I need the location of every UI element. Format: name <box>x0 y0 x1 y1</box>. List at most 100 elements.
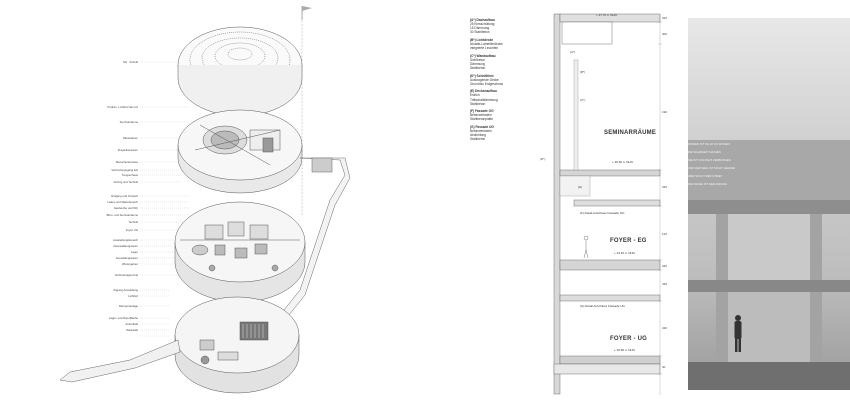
spec-line: Sichtbeton <box>470 57 486 62</box>
room-foyer-eg: FOYER - EG <box>610 238 647 244</box>
spec-line: 15 Dämmung <box>470 26 490 31</box>
label-25: Aufenthalt <box>125 322 138 326</box>
level-mid: + 34,10 ü. NHN <box>614 251 635 255</box>
label-8: Aufzug und Technik <box>113 180 138 184</box>
label-3: Planetarium <box>123 136 138 140</box>
label-9: Eingang und Vorplatz <box>111 194 138 198</box>
label-23: Rampenanlage <box>119 304 138 308</box>
level-upper: + 39,60 ü. NHN <box>612 160 633 164</box>
spec-line: Stahlbeton <box>470 65 486 70</box>
label-26: Werkstatt <box>126 328 138 332</box>
label-20: Verbindungstunnel <box>114 273 138 277</box>
spec-line: Dämmung <box>470 61 485 66</box>
dim-1: 320 <box>662 16 668 20</box>
caption-line-4: UND DER WEG IST NICHT GERADE <box>688 166 736 170</box>
spec-line: integrierte Leuchten <box>470 46 499 51</box>
spec-block-heading: (D*) Schnittlinie <box>470 73 494 78</box>
dome-level <box>177 26 303 117</box>
label-10: Laden und Wartebereich <box>107 200 138 204</box>
label-5: Besucherterrasse <box>116 160 138 164</box>
room-foyer-ug: FOYER - UG <box>610 336 648 342</box>
label-24: Lager- und Depotfläche <box>108 316 138 320</box>
mark-b: (B*) <box>580 70 586 74</box>
dim-2: 400 <box>662 32 668 36</box>
label-6: Verbindungsgang EG <box>111 168 138 172</box>
label-18: Ausstellungsraum <box>115 256 138 260</box>
spec-line: Grundriss Erdgeschoss <box>470 81 504 86</box>
room-seminar: SEMINARRÄUME <box>604 130 657 136</box>
label-16: Veranstaltungsraum <box>113 244 138 248</box>
caption-line-1: WISSEN IST NICHT ZU WISSEN <box>688 142 730 146</box>
label-7: Treppenhaus <box>121 173 138 177</box>
dim-8: 430 <box>662 326 668 330</box>
spec-line: Estrich <box>470 93 480 98</box>
foyer-level <box>174 296 300 394</box>
dim-5: 120 <box>662 232 668 236</box>
mark-a: (A*) <box>570 50 576 54</box>
spec-block-heading: (C*) Wandaufbau <box>470 53 496 58</box>
label-top: M1 · Schnitt <box>123 60 138 64</box>
mark-c: (C*) <box>580 98 586 102</box>
caption-line-5: WER SUCHT DER FINDET <box>688 174 723 178</box>
spec-line: Betonwerkstein <box>470 129 492 134</box>
spec-line: 30 Stahlbeton <box>470 30 490 35</box>
caption-line-6: DIE FRAGE IST DER ANFANG <box>688 182 727 186</box>
spec-block-heading: (F) Fassade OG <box>470 109 494 114</box>
planetarium-level <box>177 109 303 194</box>
spec-block-heading: (E) Deckenaufbau <box>470 89 497 94</box>
level-top: + 47,70 ü. NHN <box>596 13 617 17</box>
spec-line: Trittschalldämmung <box>470 97 498 102</box>
level-low: + 29,60 ü. NHN <box>614 348 635 352</box>
spec-line: Akustik-Lamellendecke <box>470 41 503 46</box>
dim-3: 190 <box>662 110 668 114</box>
label-2: Seminarräume <box>119 120 138 124</box>
label-1: Podium, Lichthof des H1 <box>107 105 138 109</box>
axonometric-drawing <box>59 6 351 394</box>
spec-block-heading: (G) Fassade UG <box>470 124 494 129</box>
section-drawing <box>553 13 662 395</box>
label-15: Ausstellungsbereich <box>112 238 138 242</box>
axonometric-view: M1 · Schnitt Podium, Lichthof des H1 Sem… <box>59 6 351 394</box>
label-4: Projektionsraum <box>117 148 138 152</box>
label-17: Lager <box>130 250 138 254</box>
dim-6: 260 <box>662 264 668 268</box>
dim-4: 320 <box>662 185 668 189</box>
dim-9: 40 <box>662 365 666 369</box>
spec-line: Stahlbetonplatte <box>470 117 494 122</box>
label-14: Foyer UG <box>125 228 138 232</box>
spec-line: Auskragende Decke <box>470 77 499 82</box>
detail-g: (G) Detail Anschluss Fassade UG <box>580 304 625 308</box>
label-19: Wintergarten <box>121 262 138 266</box>
render-image <box>688 18 850 390</box>
label-22: Lichthof <box>128 294 138 298</box>
label-12: Büro- und Seminarräume <box>106 213 138 217</box>
spec-line: Stahlbeton <box>470 101 486 106</box>
spec-block-heading: (B*) Lichtdecke <box>470 37 494 42</box>
spec-line: Stahlbeton <box>470 137 486 142</box>
interior-render: WISSEN IST NICHT ZU WISSEN DIE WAHRHEIT … <box>688 0 850 408</box>
caption-line-2: DIE WAHRHEIT SUCHEN <box>688 150 721 154</box>
mark-d: (D*) <box>540 157 546 161</box>
spec-line: Betonwerkstein <box>470 113 492 118</box>
mark-e: (E) <box>578 185 582 189</box>
label-21: Zugang Ausstellung <box>113 288 138 292</box>
flag-icon <box>302 6 312 11</box>
spec-line: Abdichtung <box>470 133 486 138</box>
caption-line-3: SIE IST VON WEIT VERBORGEN <box>688 158 731 162</box>
spec-block-heading: (A*) Dachaufbau <box>470 18 495 22</box>
entry-ramp <box>59 339 181 383</box>
label-11: Garderobe und WC <box>113 206 138 210</box>
spec-line: 25 Kiesschüttung <box>470 22 495 27</box>
label-13: Technik <box>128 220 138 224</box>
exhibition-level <box>174 201 306 303</box>
detail-f: (F) Detail Anschluss Fassade OG <box>580 211 625 215</box>
section-detail: + 47,70 ü. NHN (A*) (B*) (C*) SEMINARRÄU… <box>540 0 670 408</box>
dim-7: 430 <box>662 282 668 286</box>
